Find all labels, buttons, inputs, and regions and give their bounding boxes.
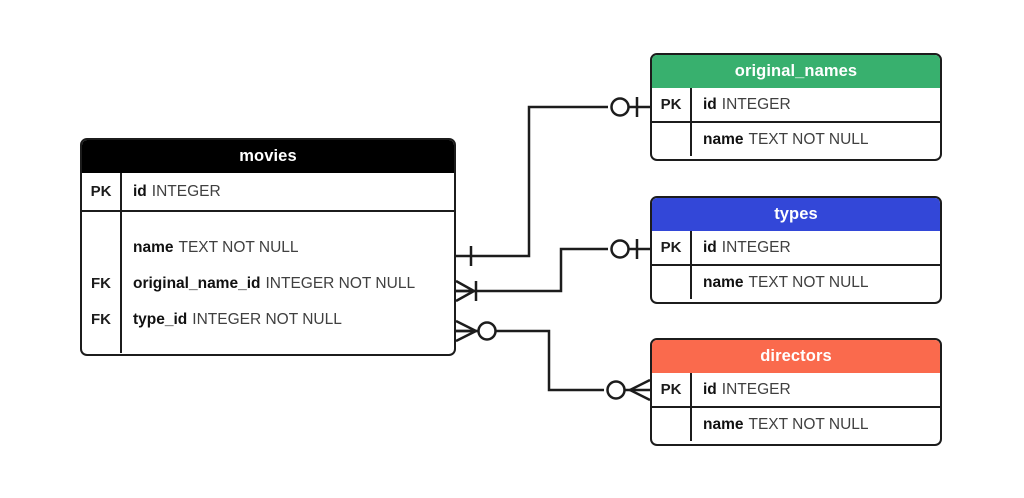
key-column: PK [652,373,692,406]
cardinality-crowsfoot [455,279,477,303]
key-badge-fk: FK [91,311,111,328]
cardinality-zero-circle [610,239,630,259]
key-column: PK [652,88,692,121]
field-column: name TEXT NOT NULL [692,408,940,441]
field-type: TEXT NOT NULL [748,415,869,433]
cardinality-crowsfoot [627,378,651,402]
field-name: name [703,415,744,433]
field-type: INTEGER [721,238,791,256]
field-column: name TEXT NOT NULL [692,123,940,156]
field-name: name [133,238,174,256]
entity-title-types: types [652,198,940,231]
cardinality-crowsfoot [455,319,479,343]
key-column: FK FK [82,212,122,353]
field-row: type_id INTEGER NOT NULL [122,302,454,338]
field-type: TEXT NOT NULL [748,130,869,148]
field-name: name [703,273,744,291]
field-name: id [703,238,717,256]
field-name: type_id [133,310,188,328]
field-type: INTEGER [721,380,791,398]
key-badge-none [652,408,690,441]
field-type: INTEGER [151,182,221,200]
entity-section-attributes: name TEXT NOT NULL [652,406,940,441]
field-name: id [703,380,717,398]
key-column [652,408,692,441]
field-row: id INTEGER [692,231,940,264]
field-column: id INTEGER [692,373,940,406]
entity-section-attributes: name TEXT NOT NULL [652,121,940,156]
entity-section-primary-key: PK id INTEGER [652,88,940,121]
field-type: INTEGER [721,95,791,113]
key-badge-none [652,266,690,299]
connector-movies-directors [455,319,651,402]
field-row: id INTEGER [692,373,940,406]
connector-movies-original-names [456,97,650,266]
entity-title-directors: directors [652,340,940,373]
key-column: PK [82,173,122,210]
field-row: name TEXT NOT NULL [122,230,454,266]
cardinality-zero-circle [610,97,630,117]
key-badge-fk: FK [91,275,111,292]
entity-title-movies: movies [82,140,454,173]
field-type: TEXT NOT NULL [748,273,869,291]
key-badge-none [652,123,690,156]
cardinality-zero-circle [477,321,497,341]
entity-section-primary-key: PK id INTEGER [82,173,454,210]
field-name: name [703,130,744,148]
key-column: PK [652,231,692,264]
field-column: id INTEGER [122,173,454,210]
key-badge-pk: PK [660,239,682,256]
field-column: name TEXT NOT NULL [692,266,940,299]
field-row: id INTEGER [692,88,940,121]
field-type: TEXT NOT NULL [178,238,299,256]
entity-original-names[interactable]: original_names PK id INTEGER name TEXT N… [650,53,942,161]
key-badge-pk: PK [90,183,112,200]
field-row: id INTEGER [122,174,454,209]
entity-section-primary-key: PK id INTEGER [652,231,940,264]
field-name: id [703,95,717,113]
key-badge-pk: PK [660,381,682,398]
key-column [652,266,692,299]
field-row: name TEXT NOT NULL [692,266,940,299]
entity-title-original-names: original_names [652,55,940,88]
entity-section-attributes: name TEXT NOT NULL [652,264,940,299]
field-row: name TEXT NOT NULL [692,123,940,156]
field-row: original_name_id INTEGER NOT NULL [122,266,454,302]
connector-movies-types [455,239,650,303]
key-badge-none [82,230,120,266]
field-column: id INTEGER [692,88,940,121]
entity-types[interactable]: types PK id INTEGER name TEXT NOT NULL [650,196,942,304]
field-type: INTEGER NOT NULL [265,274,416,292]
field-type: INTEGER NOT NULL [192,310,342,328]
field-column: name TEXT NOT NULL original_name_id INTE… [122,212,454,353]
key-column [652,123,692,156]
field-name: id [133,182,147,200]
cardinality-zero-circle [606,380,626,400]
field-name: original_name_id [133,274,261,292]
entity-section-attributes: FK FK name TEXT NOT NULL original_name_i… [82,210,454,353]
entity-directors[interactable]: directors PK id INTEGER name TEXT NOT NU… [650,338,942,446]
entity-section-primary-key: PK id INTEGER [652,373,940,406]
field-column: id INTEGER [692,231,940,264]
entity-movies[interactable]: movies PK id INTEGER FK FK name TEXT [80,138,456,356]
key-badge-pk: PK [660,96,682,113]
field-row: name TEXT NOT NULL [692,408,940,441]
